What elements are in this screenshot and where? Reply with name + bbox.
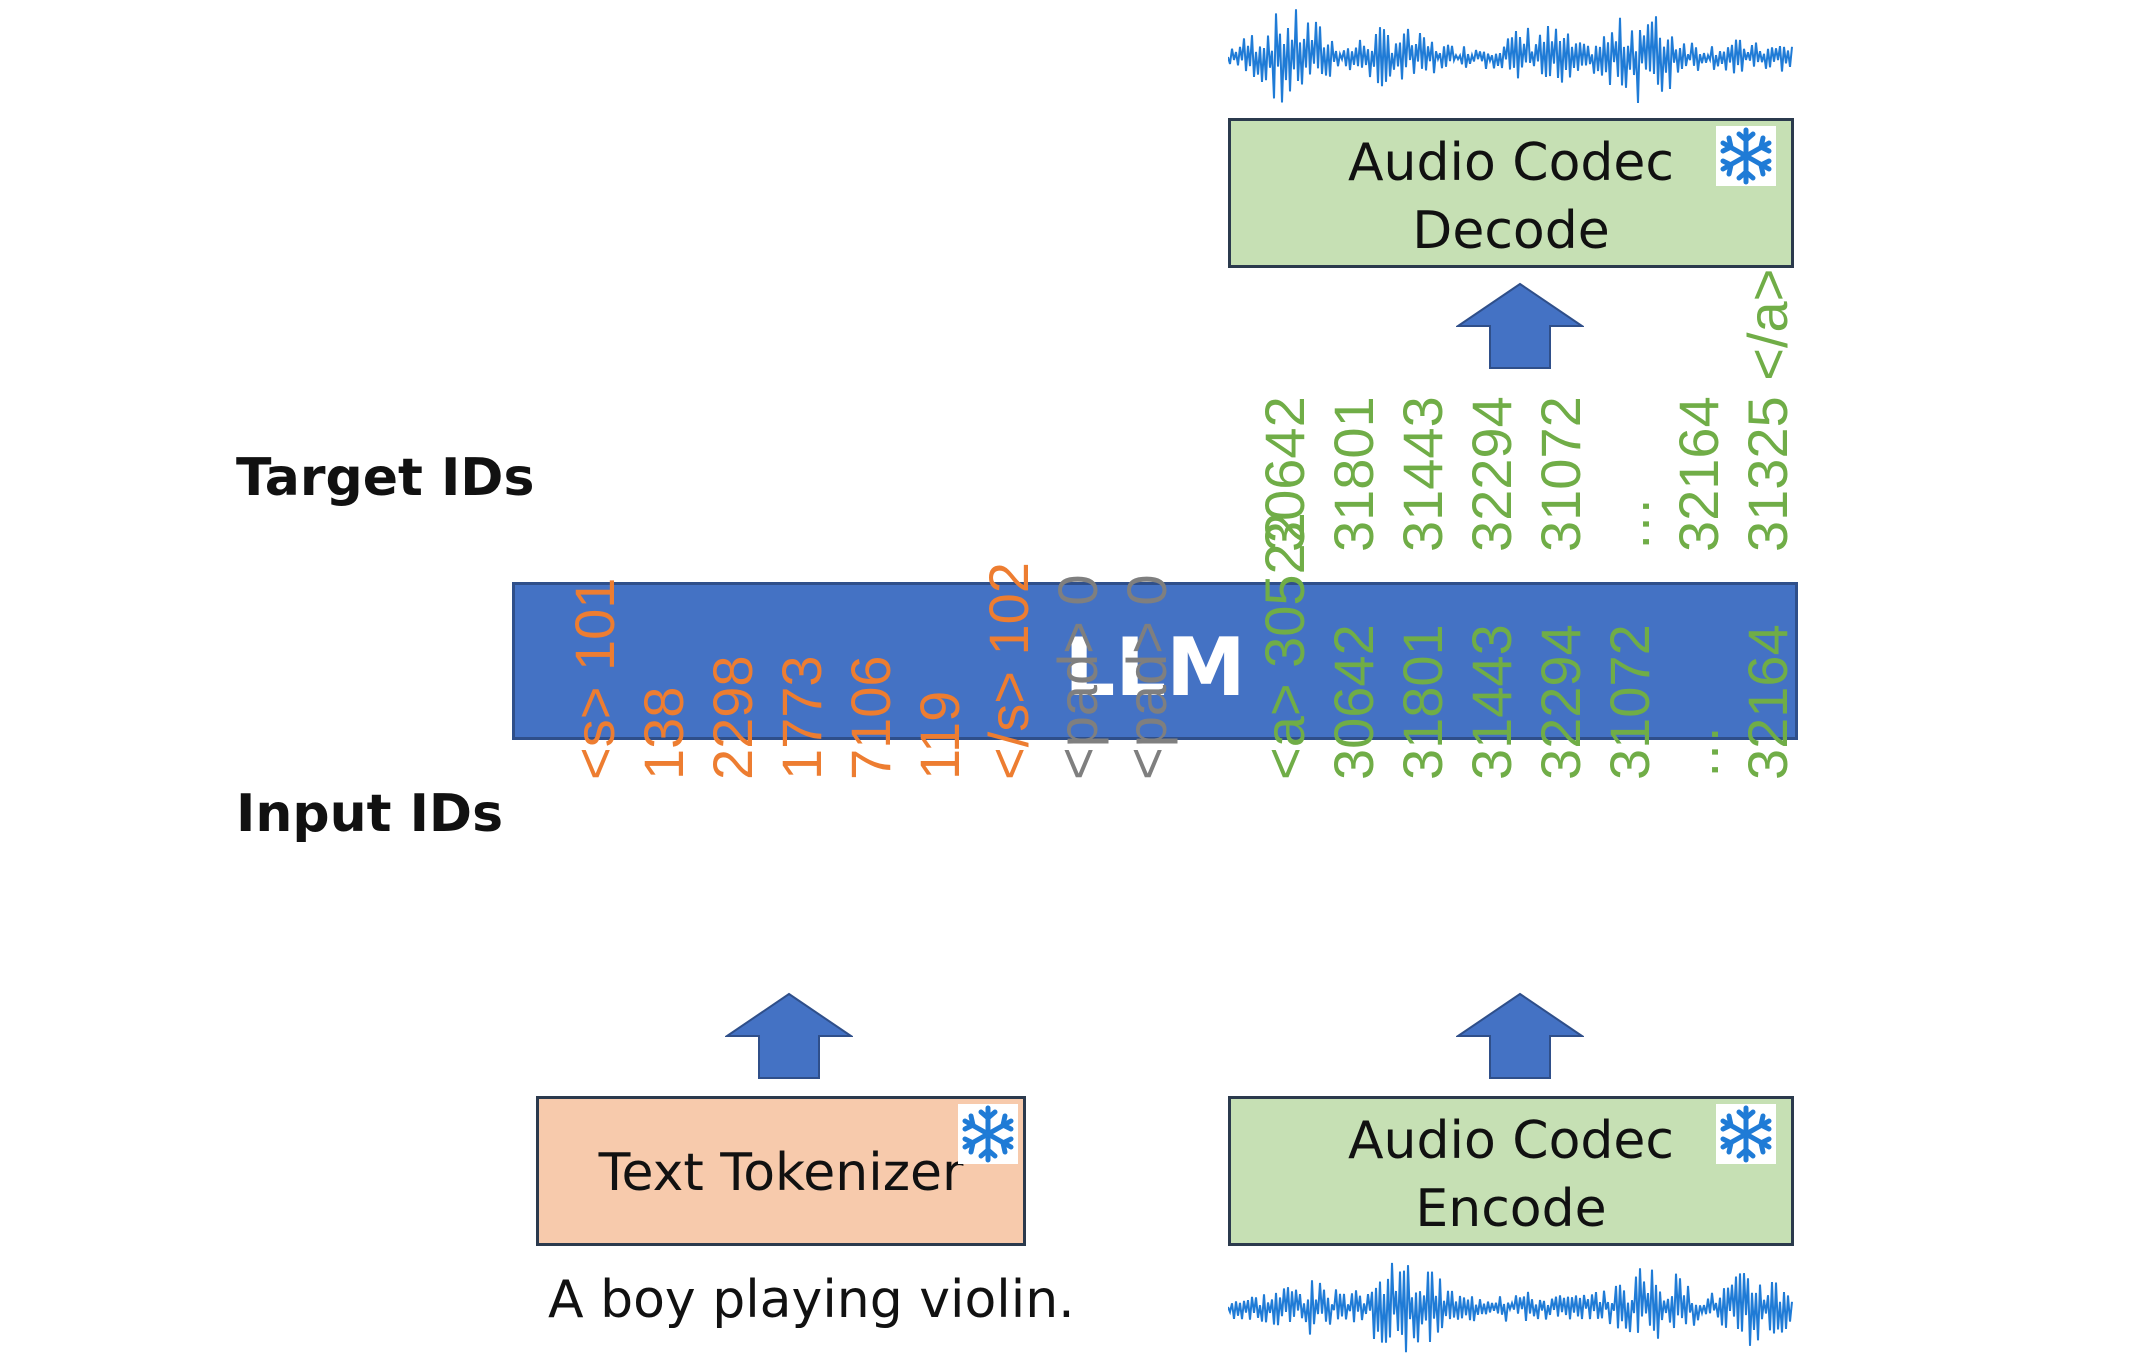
token-id: 32164 [1736, 624, 1799, 780]
token-id: <pad> 0 [1115, 574, 1178, 780]
token-id: 32294 [1529, 624, 1592, 780]
llm-block: LLM [512, 582, 1798, 740]
up-arrow-icon [1456, 282, 1584, 369]
token-id: 32294 [1460, 396, 1523, 552]
token-id: 119 [908, 690, 971, 780]
up-arrow-icon [725, 992, 853, 1079]
token-id: 31325 </a> [1736, 268, 1799, 552]
token-id: 7106 [839, 655, 902, 780]
up-arrow-icon [1456, 992, 1584, 1079]
token-id: <s> 101 [563, 577, 626, 780]
waveform-top-icon [1228, 9, 1793, 104]
llm-label: LLM [1064, 621, 1246, 714]
token-id: … [1667, 724, 1730, 780]
target-ids-label: Target IDs [236, 448, 535, 508]
input-text-caption: A boy playing violin. [548, 1270, 1075, 1330]
snowflake-icon [1716, 1104, 1776, 1164]
token-id: 138 [632, 686, 695, 780]
tokenizer-label: Text Tokenizer [598, 1143, 964, 1203]
token-id: </s> 102 [977, 562, 1040, 780]
encode-line2: Encode [1415, 1179, 1607, 1239]
token-id: 31443 [1460, 624, 1523, 780]
token-id: 31443 [1391, 396, 1454, 552]
text-tokenizer-box: Text Tokenizer [536, 1096, 1026, 1246]
token-id: 31072 [1529, 396, 1592, 552]
token-id: … [1598, 496, 1661, 552]
token-id: 32164 [1667, 396, 1730, 552]
token-id: 30642 [1322, 624, 1385, 780]
input-ids-label: Input IDs [236, 784, 504, 844]
token-id: 1773 [770, 655, 833, 780]
token-id: 2298 [701, 655, 764, 780]
audio-codec-decode-box: Audio Codec Decode [1228, 118, 1794, 268]
token-id: 31801 [1391, 624, 1454, 780]
snowflake-icon [1716, 126, 1776, 186]
encode-line1: Audio Codec [1347, 1111, 1675, 1171]
waveform-bottom-icon [1228, 1262, 1793, 1353]
token-id: <a> 30522 [1253, 512, 1316, 780]
token-id: 31801 [1322, 396, 1385, 552]
decode-line1: Audio Codec [1347, 133, 1675, 193]
decode-line2: Decode [1412, 201, 1610, 261]
audio-codec-encode-box: Audio Codec Encode [1228, 1096, 1794, 1246]
token-id: 31072 [1598, 624, 1661, 780]
token-id: <pad> 0 [1046, 574, 1109, 780]
snowflake-icon [958, 1104, 1018, 1164]
